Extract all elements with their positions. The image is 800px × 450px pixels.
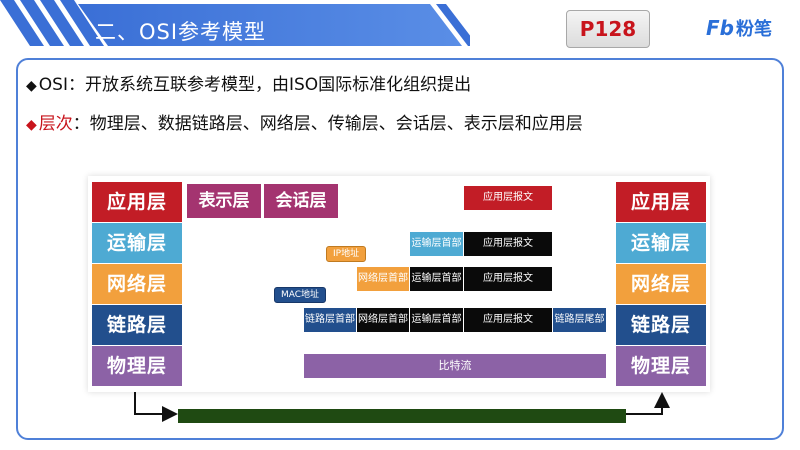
app-message-block: 应用层报文 xyxy=(464,308,552,332)
page-number-badge: P128 xyxy=(566,10,650,48)
right-layer-application: 应用层 xyxy=(616,182,706,222)
layer-session: 会话层 xyxy=(264,184,338,218)
right-up-arrow xyxy=(626,392,670,415)
bullet-layers: ◆层次：物理层、数据链路层、网络层、传输层、会话层、表示层和应用层 xyxy=(26,109,583,134)
header-stripes xyxy=(0,0,470,46)
transport-header-block: 运输层首部 xyxy=(410,308,463,332)
network-header-block: 网络层首部 xyxy=(357,308,409,332)
transmission-medium-bar xyxy=(178,409,626,423)
link-header-block: 链路层首部 xyxy=(304,308,356,332)
ip-address-tag: IP地址 xyxy=(326,246,367,262)
content-frame xyxy=(16,58,784,440)
left-layer-transport: 运输层 xyxy=(92,223,182,263)
page-title: 二、OSI参考模型 xyxy=(95,20,267,44)
right-layer-transport: 运输层 xyxy=(616,223,706,263)
app-message-block: 应用层报文 xyxy=(464,267,552,291)
right-layer-link: 链路层 xyxy=(616,305,706,345)
app-message-block: 应用层报文 xyxy=(464,232,552,256)
link-trailer-block: 链路层尾部 xyxy=(553,308,606,332)
left-layer-link: 链路层 xyxy=(92,305,182,345)
transport-header-block: 运输层首部 xyxy=(410,267,463,291)
bullet-label: 层次 xyxy=(38,114,73,134)
layer-presentation: 表示层 xyxy=(187,184,261,218)
header-band xyxy=(0,0,470,58)
bullet-osi-definition: ◆OSI：开放系统互联参考模型，由ISO国际标准化组织提出 xyxy=(26,70,471,95)
left-layer-physical: 物理层 xyxy=(92,346,182,386)
left-layer-network: 网络层 xyxy=(92,264,182,304)
right-layer-physical: 物理层 xyxy=(616,346,706,386)
transport-header-block: 运输层首部 xyxy=(410,232,463,256)
diamond-bullet-icon: ◆ xyxy=(26,78,37,94)
diamond-bullet-icon: ◆ xyxy=(26,117,37,133)
left-layer-application: 应用层 xyxy=(92,182,182,222)
brand-logo: Fb 粉笔 xyxy=(706,14,772,42)
app-message-block: 应用层报文 xyxy=(464,186,552,210)
logo-mark: Fb xyxy=(706,16,734,40)
bullet-text: OSI：开放系统互联参考模型，由ISO国际标准化组织提出 xyxy=(38,75,472,95)
bullet-text: ：物理层、数据链路层、网络层、传输层、会话层、表示层和应用层 xyxy=(72,114,583,134)
right-layer-network: 网络层 xyxy=(616,264,706,304)
logo-text: 粉笔 xyxy=(735,19,772,40)
bitstream-block: 比特流 xyxy=(304,354,606,378)
network-header-block: 网络层首部 xyxy=(357,267,409,291)
mac-address-tag: MAC地址 xyxy=(274,287,327,303)
left-down-arrow xyxy=(134,392,178,422)
